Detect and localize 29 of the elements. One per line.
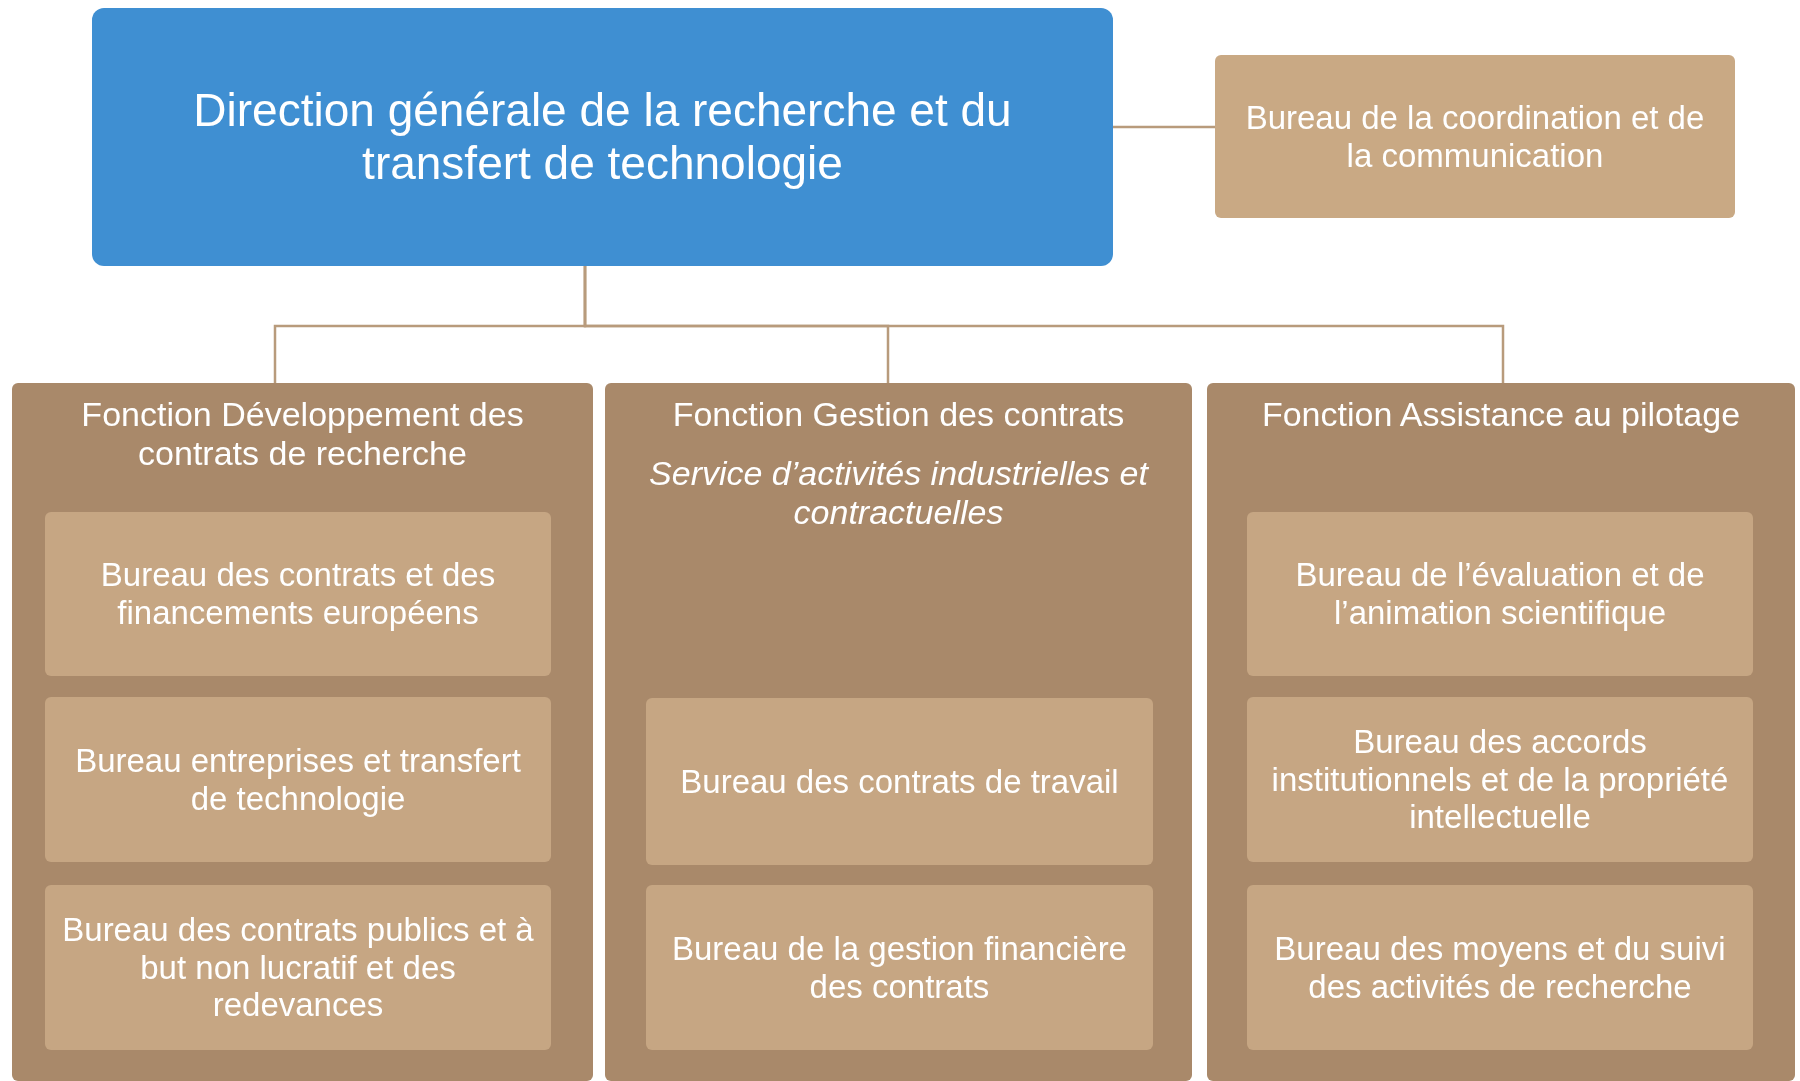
connector-line: [583, 266, 1505, 383]
office-box: [646, 698, 1153, 865]
box-text: Bureau de la coordination et de la communication: [1244, 98, 1706, 175]
box-text: Bureau des contrats et des financements européens: [99, 556, 497, 632]
office-box: [45, 697, 551, 862]
box-text: Bureau des contrats de travail: [680, 762, 1119, 801]
director-box: [92, 8, 1113, 266]
box-text: Bureau des moyens et du suivi des activités de recherche: [1273, 929, 1727, 1006]
office-box: [1215, 55, 1735, 218]
box-text: Bureau de la gestion financière des contrats: [671, 929, 1128, 1006]
department-panel: [605, 383, 1192, 1081]
service-heading: Service d’activités industrielles et contractuelles: [648, 454, 1150, 533]
office-box: [45, 885, 551, 1050]
box-text: Bureau entreprises et transfert de technologie: [74, 741, 522, 818]
office-box: [1247, 697, 1753, 862]
office-box: [1247, 512, 1753, 676]
connector-line: [1113, 125, 1215, 129]
box-text: Bureau des accords institutionnels et de la propriété intellectuelle: [1270, 722, 1730, 837]
panel-heading: Fonction Gestion des contrats: [672, 395, 1125, 435]
box-text: Bureau de l’évaluation et de l’animation scientifique: [1294, 556, 1706, 632]
department-panel: [1207, 383, 1795, 1081]
panel-heading: Fonction Assistance au pilotage: [1261, 395, 1741, 435]
office-box: [646, 885, 1153, 1050]
box-text: Bureau des contrats publics et à but non lucratif et des redevances: [61, 910, 535, 1025]
panel-heading: Fonction Développement des contrats de recherche: [80, 395, 525, 474]
office-box: [45, 512, 551, 676]
department-panel: [12, 383, 593, 1081]
box-text: Direction générale de la recherche et du transfert de technologie: [192, 84, 1013, 190]
office-box: [1247, 885, 1753, 1050]
